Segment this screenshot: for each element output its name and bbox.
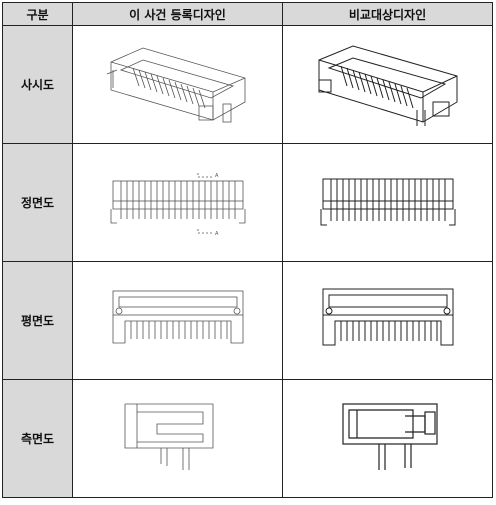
perspective-figure-compared: [282, 25, 493, 144]
connector-plan-drawing: [112, 290, 243, 343]
connector-front-drawing: A A: [110, 172, 245, 237]
plan-figure-registered: [72, 261, 283, 380]
table-row: 정면도 A A: [2, 143, 493, 262]
perspective-figure-registered: [72, 25, 283, 144]
connector-front-drawing: [320, 178, 455, 225]
side-figure-registered: [72, 379, 283, 498]
row-label-perspective: 사시도: [2, 25, 73, 144]
row-label-plan: 평면도: [2, 261, 73, 380]
table-row: 사시도: [2, 25, 493, 144]
side-figure-compared: [282, 379, 493, 498]
header-row: 구분 이 사건 등록디자인 비교대상디자인: [2, 2, 493, 26]
row-label-side: 측면도: [2, 379, 73, 498]
connector-perspective-drawing: [318, 44, 457, 126]
section-mark-bottom: A: [215, 231, 219, 237]
front-figure-compared: [282, 143, 493, 262]
plan-figure-compared: [282, 261, 493, 380]
header-compared-design: 비교대상디자인: [282, 2, 493, 26]
table-row: 측면도: [2, 379, 493, 498]
row-label-front: 정면도: [2, 143, 73, 262]
connector-perspective-drawing: [106, 47, 245, 122]
connector-plan-drawing: [322, 288, 453, 345]
table-row: 평면도: [2, 261, 493, 380]
front-figure-registered: A A: [72, 143, 283, 262]
connector-side-drawing: [341, 402, 438, 470]
header-registered-design: 이 사건 등록디자인: [72, 2, 283, 26]
design-comparison-table: 구분 이 사건 등록디자인 비교대상디자인 사시도: [2, 2, 493, 498]
header-category: 구분: [2, 2, 73, 26]
section-mark-top: A: [215, 173, 219, 179]
connector-side-drawing: [124, 403, 213, 470]
